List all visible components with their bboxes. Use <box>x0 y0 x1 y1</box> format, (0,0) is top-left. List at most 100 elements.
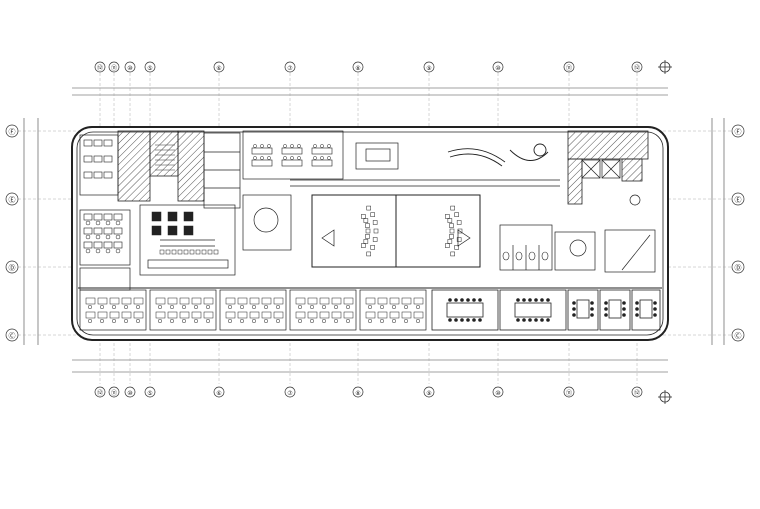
stool <box>177 249 183 255</box>
meeting-chair <box>604 313 608 317</box>
training-chair <box>370 245 375 250</box>
grid-label-column: ⑦ <box>287 390 293 397</box>
desk <box>389 297 400 305</box>
chair <box>283 144 287 148</box>
desk <box>237 297 248 305</box>
desk <box>311 147 333 155</box>
desk <box>273 311 284 319</box>
training-chair <box>373 228 379 234</box>
lounge-chair <box>167 225 178 236</box>
desk <box>273 297 284 305</box>
meeting-chair <box>653 301 657 305</box>
desk <box>103 227 113 235</box>
chair <box>327 144 331 148</box>
grid-bubble-column <box>284 61 296 73</box>
meeting-chair <box>622 307 626 311</box>
grid-bubble-row <box>731 124 745 138</box>
training-chair <box>447 218 453 223</box>
desk <box>237 311 248 319</box>
room-meeting-south-5 <box>631 289 661 331</box>
chair <box>253 144 257 148</box>
training-chair <box>449 228 455 234</box>
chair <box>87 304 93 310</box>
chair <box>193 318 199 324</box>
service-core-left <box>117 130 205 202</box>
lounge-chair <box>151 211 162 222</box>
stool <box>165 249 171 255</box>
chair <box>99 318 105 324</box>
office-bay <box>219 289 287 331</box>
training-chair <box>449 234 454 239</box>
chair <box>391 318 397 324</box>
training-chair <box>449 223 454 228</box>
chair <box>123 304 129 310</box>
desk <box>261 311 272 319</box>
conference-chair <box>466 318 470 322</box>
chair <box>251 318 257 324</box>
conference-chair <box>528 298 532 302</box>
training-chair <box>450 251 455 257</box>
chair <box>260 156 264 160</box>
toilet-icon <box>502 251 549 261</box>
desk <box>83 241 93 249</box>
desk <box>261 297 272 305</box>
conference-chair <box>460 318 464 322</box>
grid-bubble-column <box>124 61 136 73</box>
grid-label-column: ⑥ <box>216 390 221 397</box>
desk <box>103 171 113 179</box>
grid-label-row: Ⓓ <box>735 264 742 272</box>
training-chair <box>361 214 366 219</box>
conference-chair <box>540 298 544 302</box>
desk <box>109 297 120 305</box>
chair <box>115 234 121 240</box>
chair <box>267 144 271 148</box>
desk <box>307 311 318 319</box>
chair <box>85 220 91 226</box>
grid-label-row: Ⓕ <box>9 128 16 136</box>
conference-chair <box>478 298 482 302</box>
grid-bubble-column <box>352 386 364 398</box>
grid-bubble-column <box>631 386 643 398</box>
stair-icon <box>155 144 175 171</box>
training-chair <box>456 237 462 242</box>
chair <box>327 156 331 160</box>
grid-bubble-column <box>423 61 435 73</box>
meeting-chair <box>604 301 608 305</box>
training-chair <box>447 239 453 244</box>
desk <box>295 297 306 305</box>
chair <box>205 304 211 310</box>
desk <box>93 171 103 179</box>
desk <box>109 311 120 319</box>
desk <box>85 297 96 305</box>
chair <box>99 304 105 310</box>
desk <box>343 297 354 305</box>
chair <box>169 304 175 310</box>
desk <box>413 311 424 319</box>
desk <box>121 297 132 305</box>
desk-cluster-west <box>83 139 123 254</box>
chair <box>193 304 199 310</box>
desk <box>103 155 113 163</box>
chair <box>415 318 421 324</box>
meeting-chair <box>572 307 576 311</box>
desk <box>191 297 202 305</box>
conference-chair <box>546 318 550 322</box>
conference-chair <box>516 298 520 302</box>
chair <box>105 248 111 254</box>
chair <box>309 318 315 324</box>
training-chair <box>366 251 371 257</box>
desk <box>97 297 108 305</box>
chair <box>290 144 294 148</box>
grid-bubble-column <box>284 386 296 398</box>
meeting-chair <box>635 313 639 317</box>
chair <box>169 318 175 324</box>
conference-chair <box>472 318 476 322</box>
compass-rose-icon <box>658 390 672 404</box>
desk <box>377 311 388 319</box>
desk <box>249 297 260 305</box>
conference-chair <box>460 298 464 302</box>
desk <box>295 311 306 319</box>
conference-chair <box>466 298 470 302</box>
grid-bubble-column <box>492 61 504 73</box>
